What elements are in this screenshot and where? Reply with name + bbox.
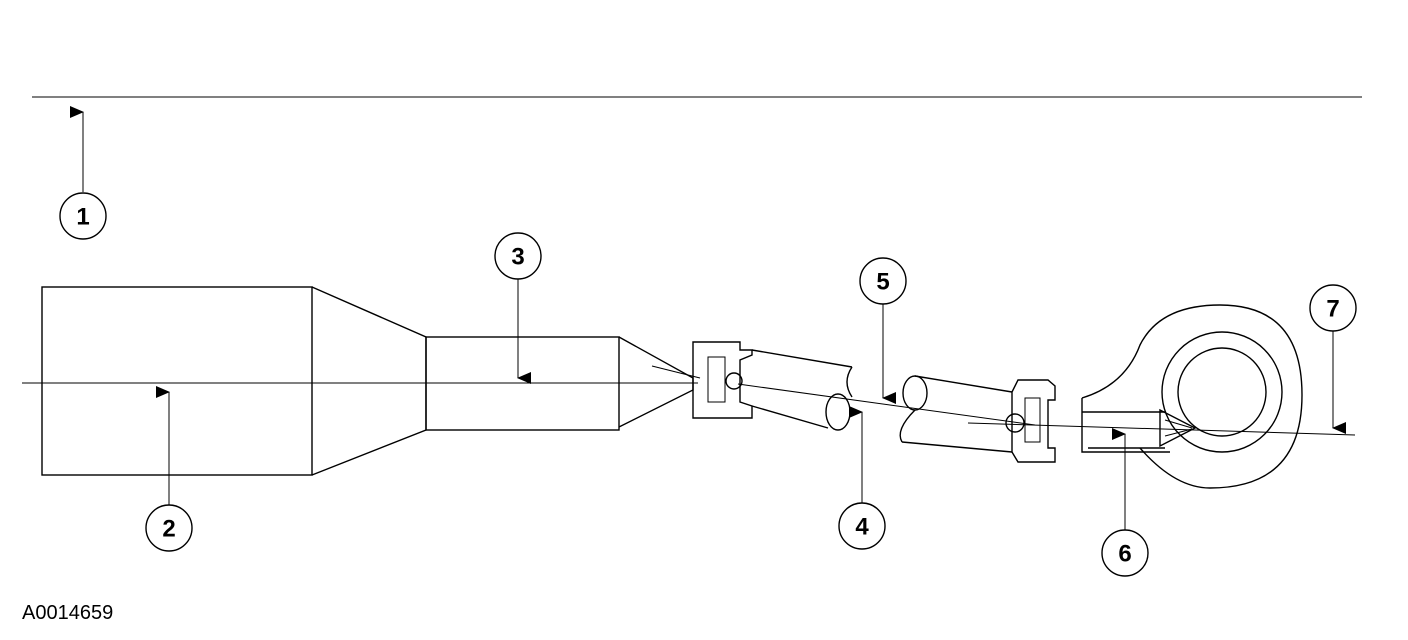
engine-block xyxy=(41,286,427,476)
callout-2-label: 2 xyxy=(162,516,175,543)
driveshaft-front xyxy=(751,349,853,431)
driveshaft-centerline xyxy=(737,383,1036,426)
pinion-centerline xyxy=(967,422,1356,436)
figure-id: A0014659 xyxy=(22,602,114,624)
callout-1: 1 xyxy=(59,106,107,240)
rear-u-joint xyxy=(1005,379,1056,463)
callout-6: 6 xyxy=(1101,428,1149,577)
callout-4: 4 xyxy=(838,406,886,550)
callout-5: 5 xyxy=(859,257,907,404)
front-u-joint xyxy=(692,341,753,419)
driveshaft-rear xyxy=(899,375,1013,453)
callout-3-label: 3 xyxy=(511,244,524,271)
callout-2: 2 xyxy=(145,386,193,552)
callout-5-label: 5 xyxy=(876,269,889,296)
callout-6-label: 6 xyxy=(1118,541,1131,568)
rear-axle-pinion xyxy=(1081,304,1303,489)
callout-3: 3 xyxy=(494,232,542,384)
callout-7: 7 xyxy=(1309,284,1357,434)
callout-1-label: 1 xyxy=(76,204,89,231)
callout-4-label: 4 xyxy=(855,514,869,541)
callout-7-label: 7 xyxy=(1326,296,1339,323)
